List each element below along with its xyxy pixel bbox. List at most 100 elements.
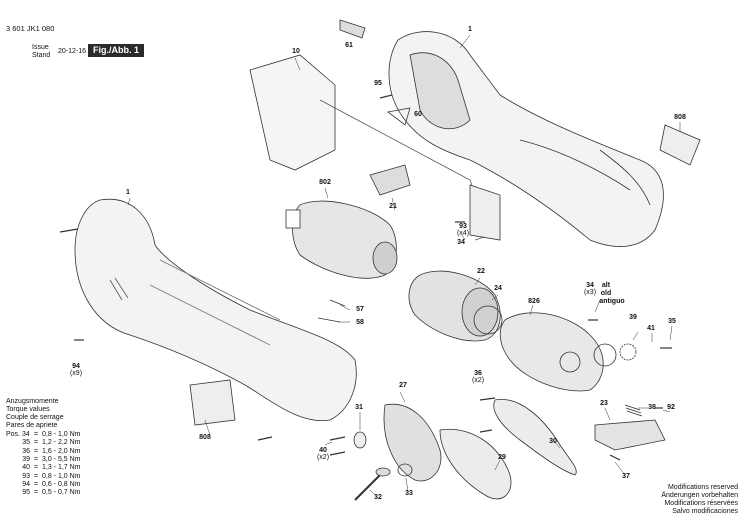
torque-pos: 35 bbox=[22, 439, 30, 447]
callout-label: 808 bbox=[674, 114, 686, 121]
housing-half-lower bbox=[74, 198, 357, 422]
callout-label: 22 bbox=[477, 268, 485, 275]
torque-pos: 95 bbox=[22, 489, 30, 497]
sprocket bbox=[619, 343, 637, 361]
torque-title-de: Anzugsmomente bbox=[6, 398, 59, 405]
torque-eq: = bbox=[33, 480, 39, 488]
torque-title-es: Pares de apriete bbox=[6, 422, 58, 429]
torque-pos: Pos. 34 bbox=[6, 431, 30, 438]
callout-label: 34 bbox=[457, 239, 465, 246]
callout-label: 57 bbox=[356, 306, 364, 313]
torque-value: 1,6 - 2,0 Nm bbox=[42, 447, 81, 455]
torque-row: 95=0,5 - 0,7 Nm bbox=[6, 489, 81, 497]
callout-quantity: (x9) bbox=[69, 370, 83, 377]
modifications-fr: Modifications réservées bbox=[664, 500, 738, 507]
spring bbox=[624, 404, 643, 417]
modifications-en: Modifications reserved bbox=[667, 484, 738, 491]
torque-value: 3,0 - 5,5 Nm bbox=[42, 455, 81, 463]
torque-value: 1,2 - 2,2 Nm bbox=[42, 439, 81, 447]
callout-label: 21 bbox=[389, 203, 397, 210]
torque-value: 1,3 - 1,7 Nm bbox=[42, 464, 81, 472]
modifications-de: Änderungen vorbehalten bbox=[661, 492, 738, 499]
callout-label: 826 bbox=[528, 298, 540, 305]
callout-label: 1 bbox=[126, 189, 130, 196]
modifications-es: Salvo modificaciones bbox=[672, 508, 738, 515]
callout-label: 34 bbox=[586, 282, 594, 289]
callout-label: 27 bbox=[399, 382, 407, 389]
issue-date: 20-12-16 bbox=[58, 48, 87, 55]
callout-quantity: (x4) bbox=[456, 230, 470, 237]
washer bbox=[593, 343, 617, 367]
blade-29 bbox=[439, 428, 512, 500]
callout-label: 30 bbox=[549, 438, 557, 445]
callout-quantity: (x2) bbox=[471, 377, 485, 384]
torque-row: 36=1,6 - 2,0 Nm bbox=[6, 447, 81, 456]
old-version-label: antiguo bbox=[599, 298, 625, 305]
part-57 bbox=[329, 299, 346, 307]
part-61 bbox=[339, 19, 366, 39]
callout-label: 35 bbox=[668, 318, 676, 325]
axle-32 bbox=[354, 474, 381, 501]
callout-label: 32 bbox=[374, 494, 382, 501]
callout-label: 61 bbox=[345, 42, 353, 49]
blade-30 bbox=[493, 398, 577, 476]
callout-label: 92 bbox=[667, 404, 675, 411]
torque-row: 94=0,6 - 0,8 Nm bbox=[6, 480, 81, 489]
label-card-lower bbox=[189, 379, 236, 426]
callout-label: 40 bbox=[319, 447, 327, 454]
torque-value: 0,8 - 1,0 Nm bbox=[42, 472, 81, 480]
torque-eq: = bbox=[33, 431, 39, 438]
washer-33 bbox=[397, 463, 413, 477]
part-60 bbox=[387, 107, 411, 126]
callout-quantity: (x2) bbox=[316, 454, 330, 461]
callout-label: 38 bbox=[648, 404, 656, 411]
callout-label: 33 bbox=[405, 490, 413, 497]
torque-value: 0,5 - 0,7 Nm bbox=[42, 489, 81, 497]
torque-value: 0,6 - 0,8 Nm bbox=[42, 480, 81, 488]
torque-title-en: Torque values bbox=[6, 406, 50, 413]
torque-eq: = bbox=[33, 455, 39, 463]
old-version-label: alt bbox=[601, 282, 611, 289]
nut-31 bbox=[353, 431, 367, 449]
callout-label: 60 bbox=[414, 111, 422, 118]
torque-row: Pos. 34=0,8 - 1,0 Nm bbox=[6, 431, 81, 439]
callout-label: 24 bbox=[494, 285, 502, 292]
callout-label: 31 bbox=[355, 404, 363, 411]
torque-row: 35=1,2 - 2,2 Nm bbox=[6, 439, 81, 447]
callout-label: 41 bbox=[647, 325, 655, 332]
torque-row: 39=3,0 - 5,5 Nm bbox=[6, 455, 81, 464]
torque-pos: 40 bbox=[22, 464, 30, 472]
callout-label: 93 bbox=[459, 223, 467, 230]
callout-quantity: (x3) bbox=[583, 289, 597, 296]
callout-label: 29 bbox=[498, 454, 506, 461]
doc-number: 3 601 JK1 080 bbox=[6, 24, 55, 33]
stand-label: Stand bbox=[32, 52, 51, 59]
issue-label: Issue bbox=[32, 44, 49, 51]
callout-label: 10 bbox=[292, 48, 300, 55]
torque-title-fr: Couple de serrage bbox=[6, 414, 64, 421]
torque-pos: 39 bbox=[22, 455, 30, 463]
callout-label: 58 bbox=[356, 319, 364, 326]
blade-27 bbox=[383, 403, 442, 482]
callout-label: 37 bbox=[622, 473, 630, 480]
callout-label: 23 bbox=[600, 400, 608, 407]
callout-label: 36 bbox=[474, 370, 482, 377]
torque-eq: = bbox=[33, 464, 39, 472]
callout-label: 802 bbox=[319, 179, 331, 186]
old-version-label: old bbox=[600, 290, 612, 297]
torque-eq: = bbox=[33, 447, 39, 455]
motor-bracket bbox=[249, 54, 336, 171]
torque-pos: 93 bbox=[22, 472, 30, 480]
torque-row: 93=0,8 - 1,0 Nm bbox=[6, 472, 81, 481]
label-card-upper bbox=[659, 124, 701, 166]
part-21 bbox=[369, 164, 411, 196]
torque-pos: 94 bbox=[22, 480, 30, 488]
torque-row: 40=1,3 - 1,7 Nm bbox=[6, 464, 81, 472]
torque-pos: 36 bbox=[22, 447, 30, 455]
callout-label: 808 bbox=[199, 434, 211, 441]
torque-eq: = bbox=[33, 489, 39, 497]
motor bbox=[292, 200, 397, 279]
callout-label: 95 bbox=[374, 80, 382, 87]
